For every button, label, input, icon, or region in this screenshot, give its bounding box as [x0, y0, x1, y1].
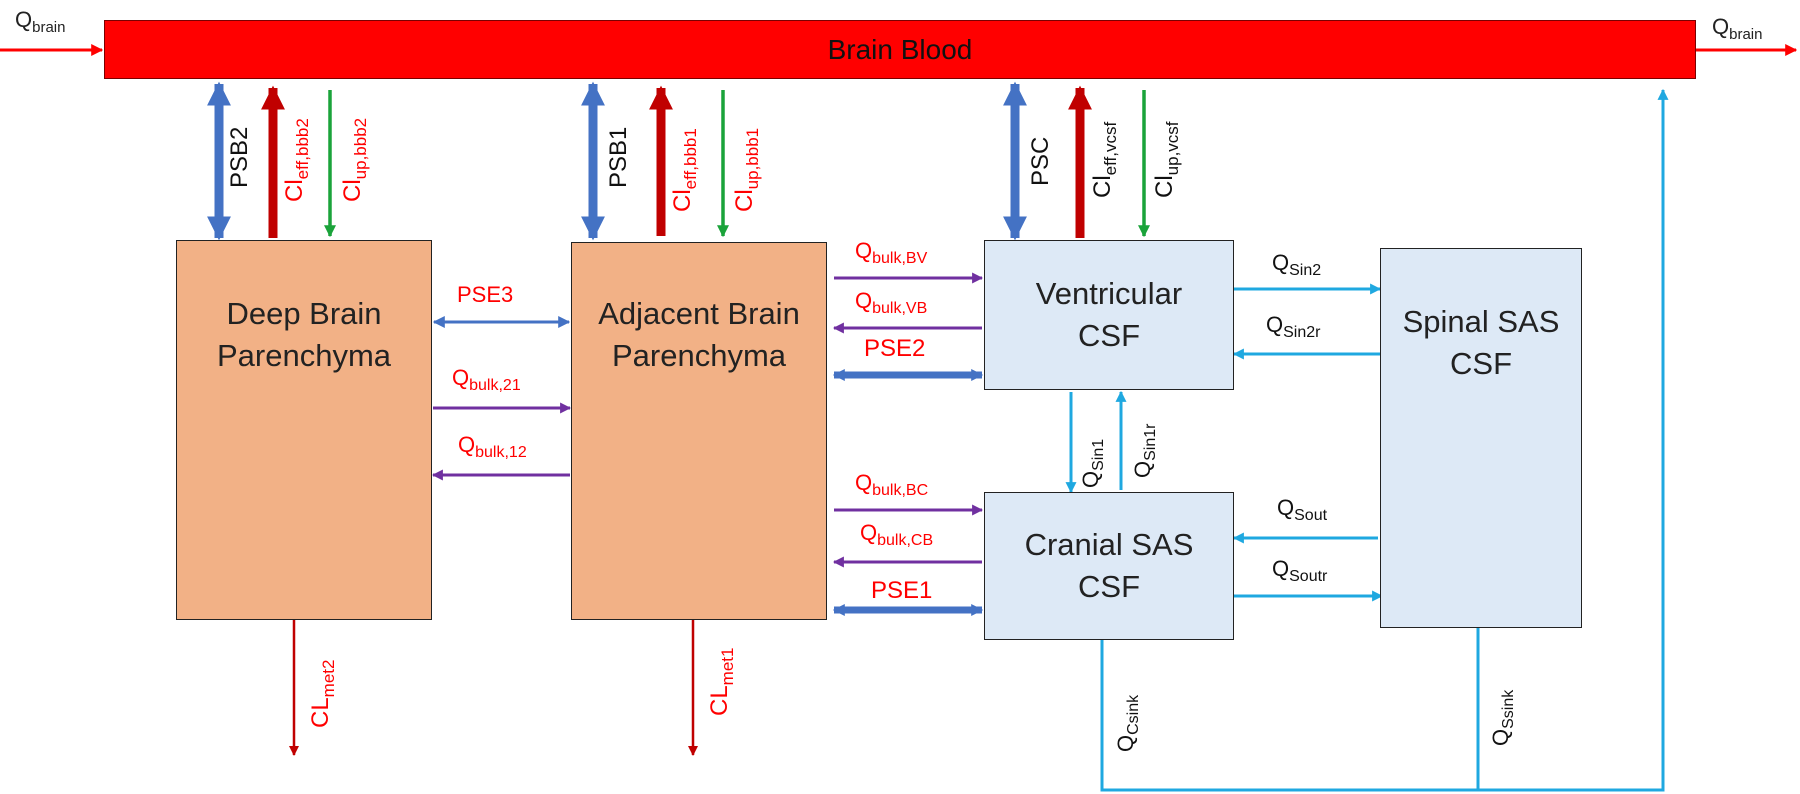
- adjacent-brain-label-line1: Adjacent Brain: [598, 296, 800, 331]
- ventricular-csf-box: Ventricular CSF: [984, 240, 1234, 390]
- cl-up-bbb1-label: Clup,bbb1: [731, 128, 762, 212]
- q-bulk-cb-label: Qbulk,CB: [860, 520, 933, 549]
- q-bulk-bc-label: Qbulk,BC: [855, 470, 928, 499]
- psc-label: PSC: [1027, 137, 1054, 186]
- q-bulk-bv-label: Qbulk,BV: [855, 238, 928, 267]
- cl-eff-bbb2-label: Cleff,bbb2: [281, 118, 312, 202]
- q-bulk-21-label: Qbulk,21: [452, 365, 521, 394]
- cl-eff-vcsf-label: Cleff,vcsf: [1089, 122, 1120, 198]
- brain-blood-compartment: Brain Blood: [104, 20, 1696, 79]
- pse2-label: PSE2: [864, 335, 925, 362]
- deep-brain-parenchyma-box: Deep Brain Parenchyma: [176, 240, 432, 620]
- cranial-sas-label-line1: Cranial SAS: [1024, 527, 1194, 563]
- q-sin1-label: QSin1: [1078, 439, 1107, 488]
- ventricular-label-line1: Ventricular: [1035, 276, 1183, 312]
- deep-brain-label-line1: Deep Brain: [226, 296, 382, 331]
- deep-brain-label-line2: Parenchyma: [216, 337, 392, 373]
- cl-met2-label: CLmet2: [307, 660, 338, 728]
- q-brain-out-label: Qbrain: [1712, 14, 1762, 43]
- brain-blood-label: Brain Blood: [827, 33, 973, 65]
- q-bulk-vb-label: Qbulk,VB: [855, 288, 927, 317]
- adjacent-brain-label-line2: Parenchyma: [611, 337, 787, 373]
- q-sin1r-label: QSin1r: [1130, 423, 1159, 478]
- q-brain-in-label: Qbrain: [15, 7, 65, 36]
- adjacent-brain-parenchyma-box: Adjacent Brain Parenchyma: [571, 242, 827, 620]
- cl-up-vcsf-label: Clup,vcsf: [1151, 121, 1182, 198]
- ventricular-label-line2: CSF: [1078, 318, 1140, 353]
- cranial-sas-csf-box: Cranial SAS CSF: [984, 492, 1234, 640]
- q-ssink-label: QSsink: [1488, 689, 1517, 746]
- spinal-sas-csf-box: Spinal SAS CSF: [1380, 248, 1582, 628]
- q-soutr-label: QSoutr: [1272, 556, 1328, 585]
- spinal-sas-label-line1: Spinal SAS: [1402, 304, 1560, 339]
- psb2-label: PSB2: [226, 127, 253, 188]
- q-sin2r-label: QSin2r: [1266, 312, 1321, 341]
- spinal-sas-label-line2: CSF: [1450, 345, 1512, 381]
- psb1-label: PSB1: [605, 127, 632, 188]
- pse3-label: PSE3: [457, 282, 513, 307]
- pse1-label: PSE1: [871, 577, 932, 604]
- q-bulk-12-label: Qbulk,12: [458, 432, 527, 461]
- cl-met1-label: CLmet1: [706, 648, 737, 716]
- q-csink-label: QCsink: [1113, 694, 1142, 752]
- csf-sink-return-line: [1100, 88, 1669, 792]
- cranial-sas-label-line2: CSF: [1078, 569, 1140, 604]
- cl-up-bbb2-label: Clup,bbb2: [339, 118, 370, 202]
- q-sin2-label: QSin2: [1272, 250, 1321, 279]
- cl-eff-bbb1-label: Cleff,bbb1: [669, 128, 700, 212]
- q-sout-label: QSout: [1277, 495, 1328, 524]
